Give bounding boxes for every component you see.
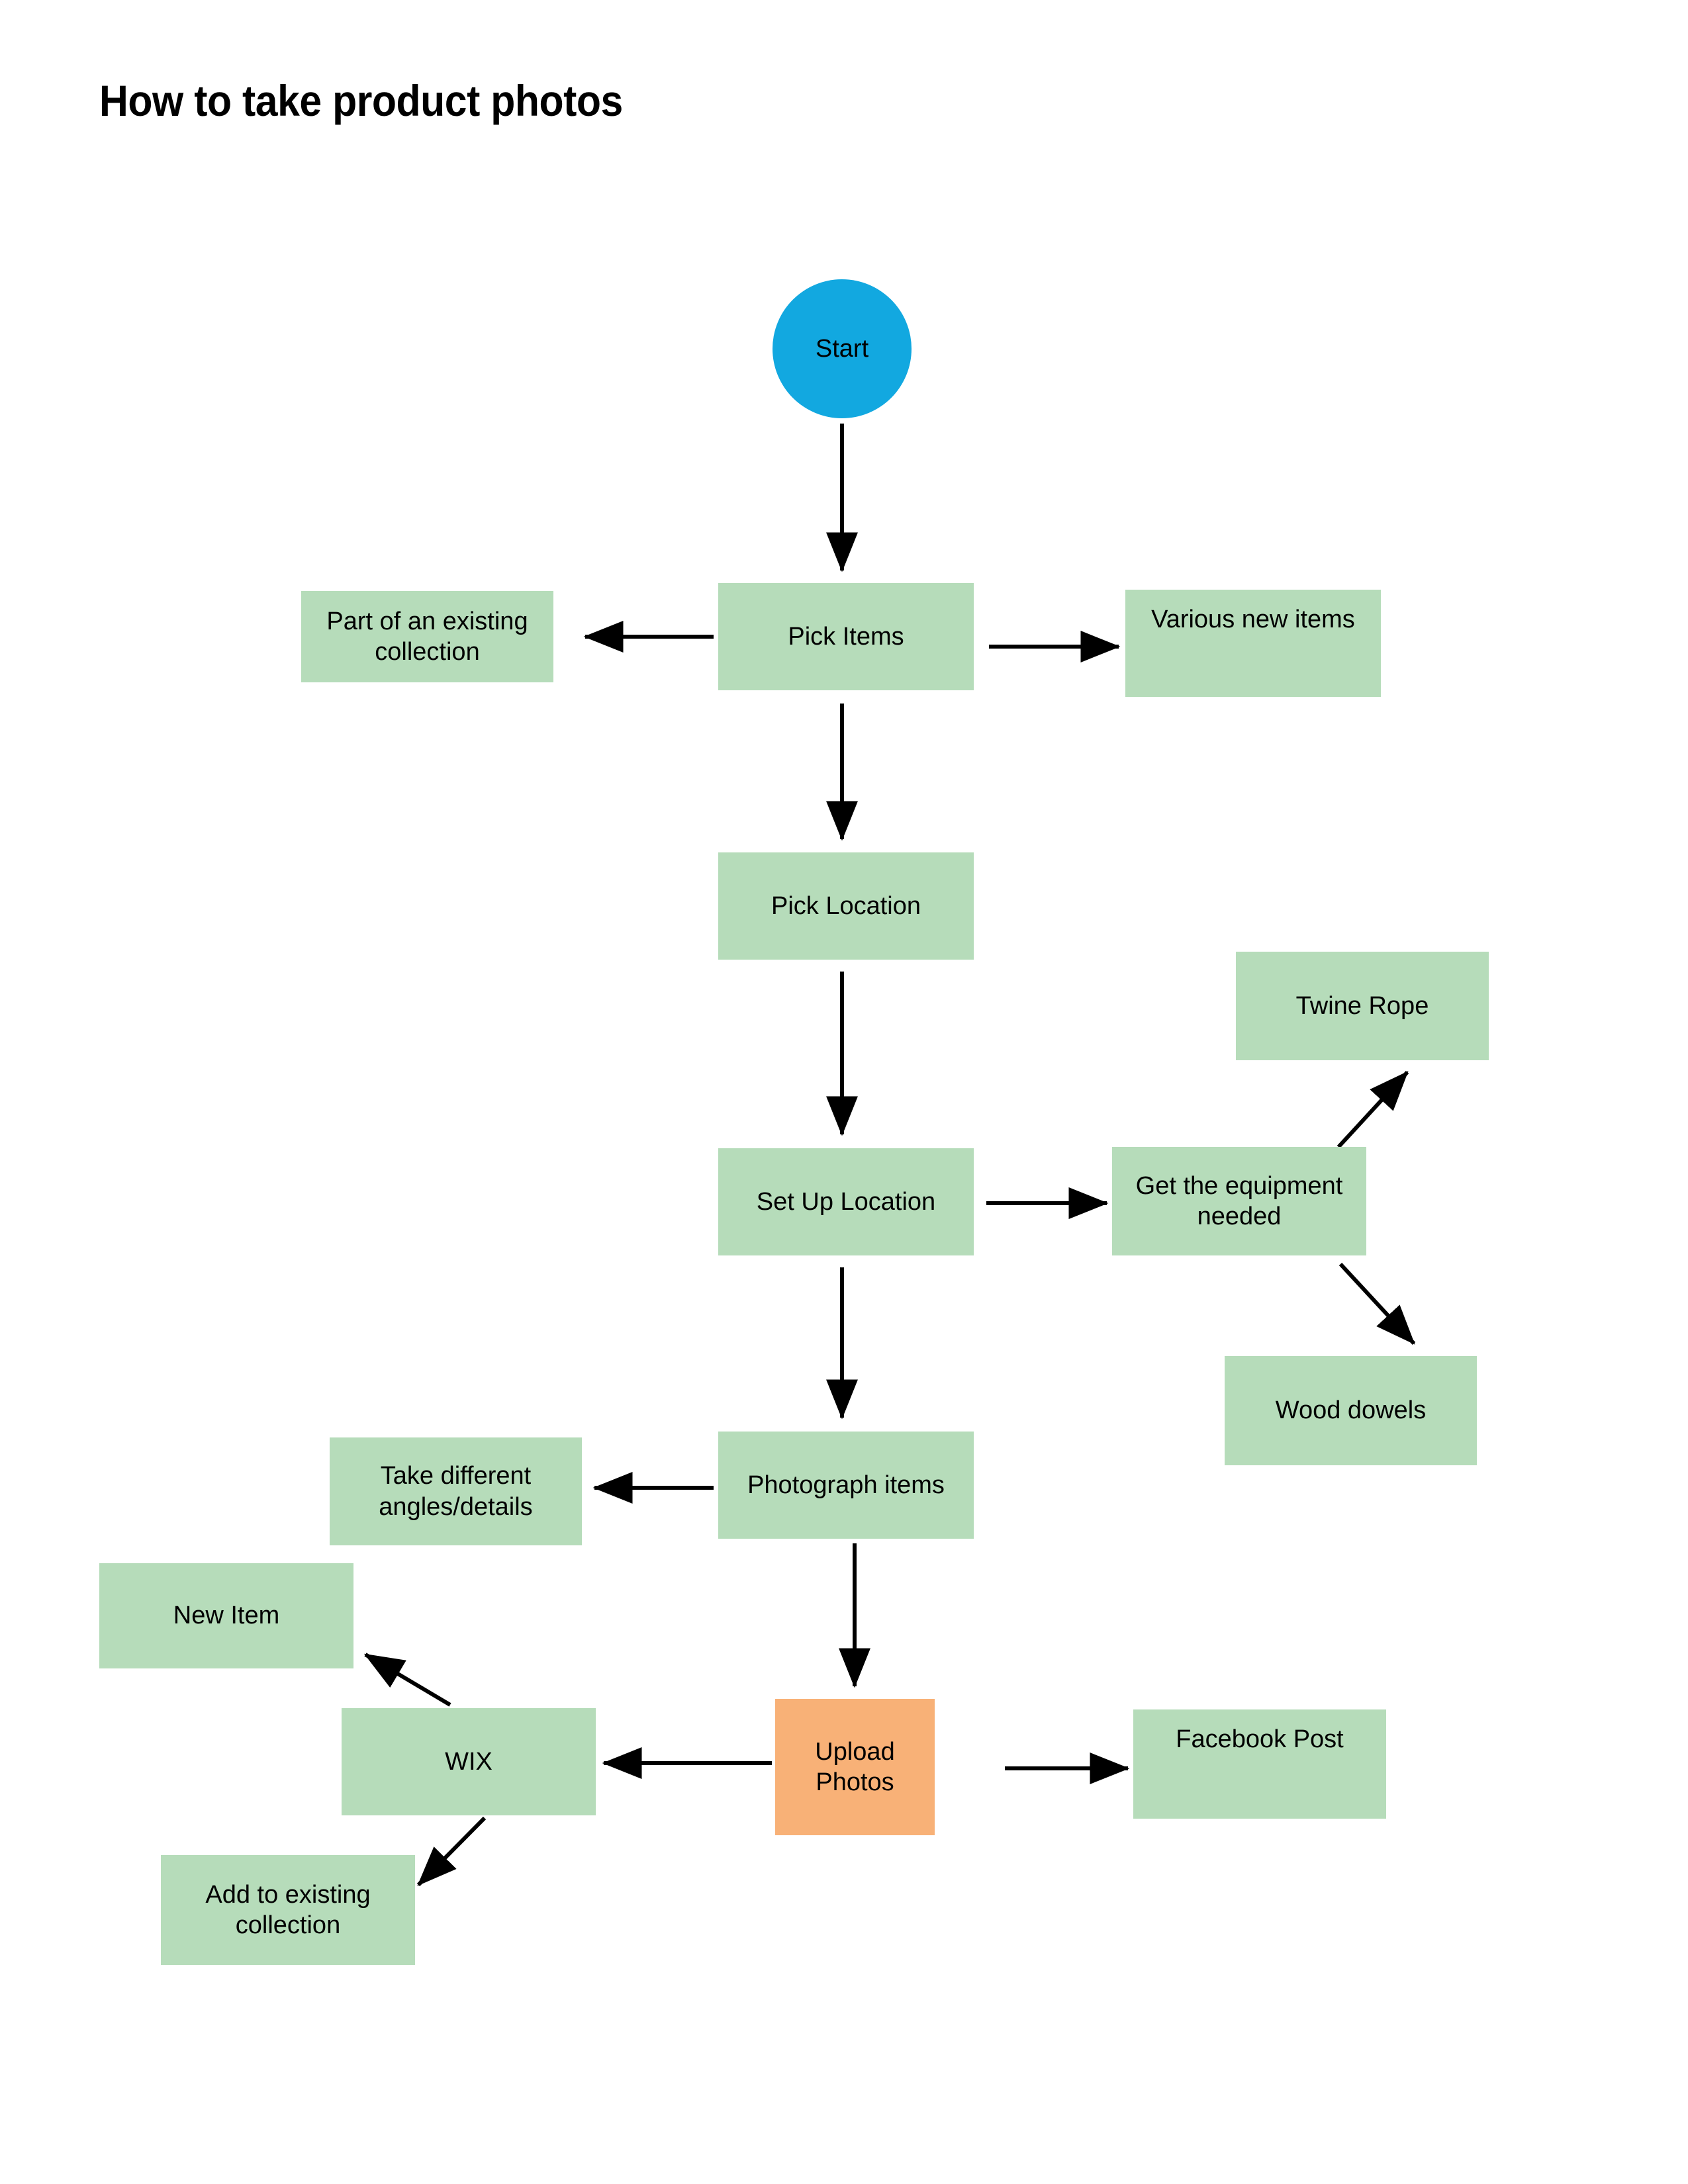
node-photograph-items-label: Photograph items: [747, 1471, 945, 1499]
page-title: How to take product photos: [99, 76, 623, 125]
node-pick-location[interactable]: Pick Location: [718, 852, 974, 960]
node-get-the-equipment-needed-label: Get the equipment needed: [1135, 1171, 1343, 1230]
node-upload-photos[interactable]: Upload Photos: [775, 1699, 935, 1835]
edge-get-equipment-to-twine-rope: [1336, 1070, 1409, 1149]
node-various-new-items[interactable]: Various new items: [1125, 590, 1381, 697]
node-get-the-equipment-needed[interactable]: Get the equipment needed: [1112, 1147, 1366, 1255]
node-take-different-angles-details-label: Take different angles/details: [379, 1462, 533, 1521]
node-photograph-items[interactable]: Photograph items: [718, 1432, 974, 1539]
node-pick-items-label: Pick Items: [788, 622, 904, 651]
node-set-up-location-label: Set Up Location: [756, 1187, 936, 1216]
node-pick-items[interactable]: Pick Items: [718, 583, 974, 690]
node-facebook-post-label: Facebook Post: [1176, 1725, 1344, 1753]
node-part-of-existing-collection-label: Part of an existing collection: [326, 607, 528, 666]
edge-wix-to-add-existing-collection: [416, 1816, 487, 1887]
node-wix[interactable]: WIX: [342, 1708, 596, 1815]
node-facebook-post[interactable]: Facebook Post: [1133, 1709, 1386, 1819]
node-twine-rope-label: Twine Rope: [1295, 991, 1429, 1020]
node-new-item[interactable]: New Item: [99, 1563, 353, 1668]
node-wix-label: WIX: [445, 1747, 492, 1776]
node-wood-dowels-label: Wood dowels: [1275, 1396, 1427, 1425]
node-part-of-existing-collection[interactable]: Part of an existing collection: [301, 591, 553, 682]
node-add-to-existing-collection[interactable]: Add to existing collection: [161, 1855, 415, 1965]
node-set-up-location[interactable]: Set Up Location: [718, 1148, 974, 1255]
node-wood-dowels[interactable]: Wood dowels: [1225, 1356, 1477, 1465]
edge-get-equipment-to-wood-dowels: [1338, 1262, 1416, 1345]
node-various-new-items-label: Various new items: [1151, 606, 1355, 633]
node-pick-location-label: Pick Location: [771, 891, 921, 920]
node-new-item-label: New Item: [173, 1602, 280, 1630]
node-start[interactable]: Start: [773, 279, 912, 418]
node-twine-rope[interactable]: Twine Rope: [1236, 952, 1489, 1060]
edge-wix-to-new-item: [363, 1653, 451, 1707]
node-start-label: Start: [815, 334, 869, 363]
node-take-different-angles-details[interactable]: Take different angles/details: [330, 1437, 582, 1545]
node-add-to-existing-collection-label: Add to existing collection: [205, 1880, 371, 1939]
node-upload-photos-label: Upload Photos: [815, 1737, 895, 1796]
